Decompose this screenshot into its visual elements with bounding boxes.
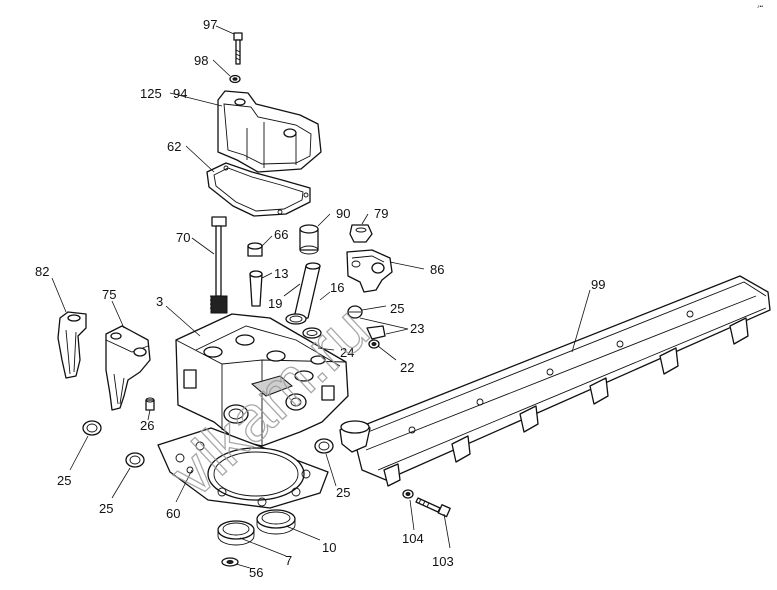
- part-ring-7[interactable]: [217, 520, 255, 546]
- part-manifold-99[interactable]: [339, 275, 771, 487]
- part-stud-bolt-70[interactable]: [209, 216, 228, 314]
- part-nut-22[interactable]: [368, 339, 380, 349]
- callout-labels: 97 98 125 94 62 90 79 70 66 13 86 99 82 …: [35, 17, 605, 580]
- part-washer-104[interactable]: [402, 489, 414, 499]
- callout-125: 125: [140, 86, 162, 101]
- callout-13: 13: [274, 266, 288, 281]
- part-washer-56[interactable]: [221, 557, 239, 567]
- callout-98: 98: [194, 53, 208, 68]
- callout-19: 19: [268, 296, 282, 311]
- part-nut-79[interactable]: [349, 224, 373, 243]
- callout-90: 90: [336, 206, 350, 221]
- part-valve-cover-94[interactable]: [217, 90, 322, 173]
- part-cup-90[interactable]: [299, 224, 319, 255]
- part-guide-13[interactable]: [249, 270, 263, 307]
- part-seal-25-left-upper[interactable]: [82, 420, 102, 436]
- callout-62: 62: [167, 139, 181, 154]
- part-gasket-62[interactable]: [206, 162, 311, 217]
- callout-70: 70: [176, 230, 190, 245]
- part-rocker-arm-86[interactable]: [346, 249, 393, 293]
- callout-75: 75: [102, 287, 116, 302]
- callout-24: 24: [340, 345, 354, 360]
- part-seal-66[interactable]: [247, 242, 263, 257]
- callout-79: 79: [374, 206, 388, 221]
- part-nut-26[interactable]: [145, 397, 155, 411]
- part-bolt-103[interactable]: [415, 497, 451, 518]
- part-head-gasket-60[interactable]: [157, 427, 329, 509]
- callout-82: 82: [35, 264, 49, 279]
- callout-56: 56: [249, 565, 263, 580]
- callout-25-left-lower: 25: [99, 501, 113, 516]
- callout-3: 3: [156, 294, 163, 309]
- part-seal-25-left-lower[interactable]: [125, 452, 145, 468]
- callout-23: 23: [410, 321, 424, 336]
- callout-99: 99: [591, 277, 605, 292]
- callout-97: 97: [203, 17, 217, 32]
- corner-mark: ♪••: [757, 4, 763, 10]
- callout-25-left-upper: 25: [57, 473, 71, 488]
- part-bolt-97[interactable]: [233, 32, 243, 65]
- callout-25-upper: 25: [390, 301, 404, 316]
- callout-7: 7: [285, 553, 292, 568]
- part-seal-25-right[interactable]: [314, 438, 334, 454]
- leader-lines: [51, 25, 591, 569]
- callout-104: 104: [402, 531, 424, 546]
- part-tube-16[interactable]: [293, 262, 321, 319]
- part-oring-19[interactable]: [285, 313, 307, 325]
- callout-10: 10: [322, 540, 336, 555]
- part-bracket-75[interactable]: [105, 325, 151, 411]
- part-washer-98[interactable]: [229, 74, 241, 84]
- callout-25-right: 25: [336, 485, 350, 500]
- callout-103: 103: [432, 554, 454, 569]
- part-ring-10[interactable]: [256, 509, 296, 535]
- part-clip-23[interactable]: [366, 325, 386, 340]
- callout-26: 26: [140, 418, 154, 433]
- callout-22: 22: [400, 360, 414, 375]
- part-cap-25-upper[interactable]: [347, 305, 363, 319]
- callout-66: 66: [274, 227, 288, 242]
- callout-86: 86: [430, 262, 444, 277]
- part-cylinder-head-3[interactable]: [175, 313, 349, 447]
- callout-94: 94: [173, 86, 187, 101]
- callout-60: 60: [166, 506, 180, 521]
- callout-16: 16: [330, 280, 344, 295]
- part-clamp-82[interactable]: [57, 311, 87, 379]
- part-ring-24[interactable]: [302, 327, 322, 339]
- manifold-ports: [383, 317, 749, 487]
